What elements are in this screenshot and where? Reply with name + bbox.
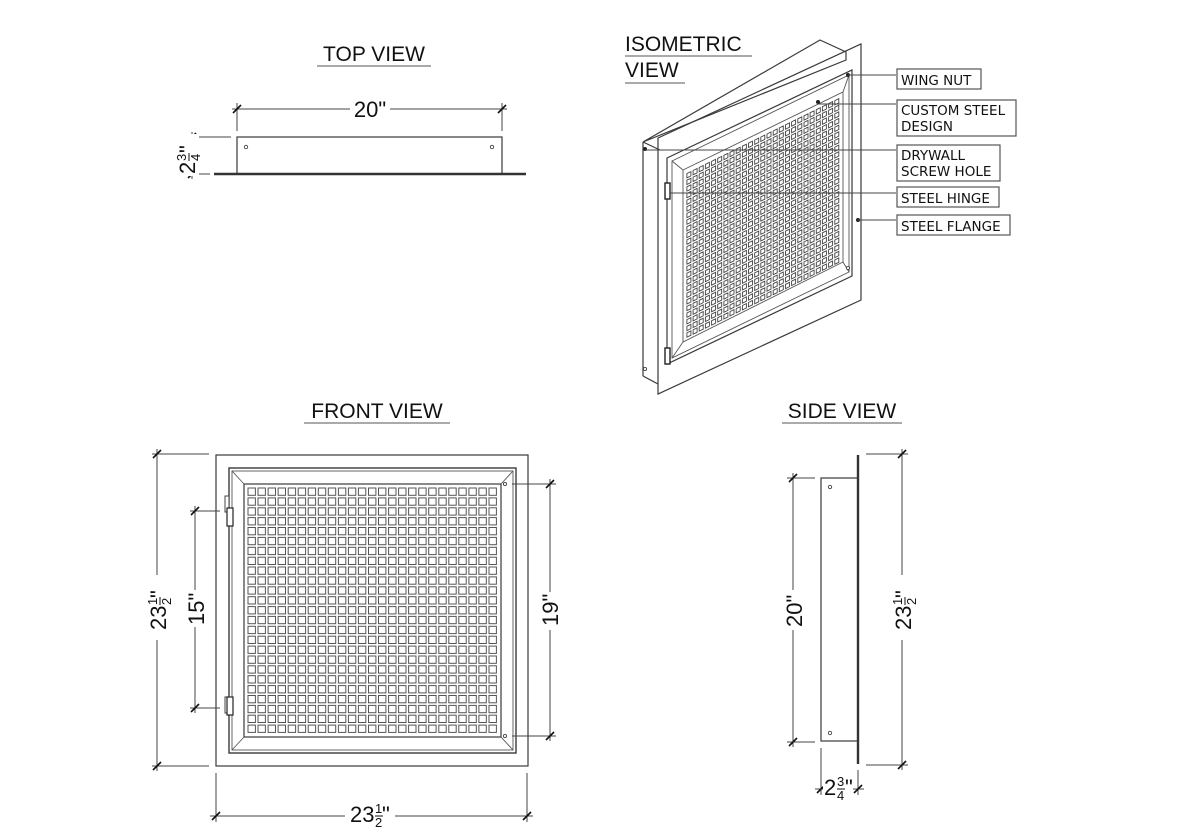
front-hinge-bottom [226, 696, 234, 716]
dimension-tick [897, 760, 907, 770]
isometric-title-line1: ISOMETRIC [625, 33, 742, 56]
svg-text:STEEL FLANGE: STEEL FLANGE [901, 219, 1001, 235]
svg-text:4: 4 [837, 788, 844, 803]
screw-hole [827, 730, 833, 736]
iso-bevel-corner [842, 261, 850, 273]
iso-box-edge [642, 141, 661, 151]
screw-hole [827, 484, 833, 490]
svg-text:DESIGN: DESIGN [901, 119, 953, 135]
bevel-corner [500, 736, 514, 751]
front-width-dimension: 23 1 2 " [350, 801, 390, 830]
door-height-dimension: 19" [538, 594, 563, 626]
side-view: SIDE VIEW 20" 23 1 2 " [782, 400, 919, 803]
isometric-title-line2: VIEW [625, 59, 679, 82]
svg-text:1: 1 [375, 801, 382, 816]
side-depth-dimension: 2 3 4 " [823, 774, 853, 803]
svg-text:1: 1 [890, 598, 905, 605]
wing-nut-hole [502, 481, 508, 487]
dimension-tick [788, 737, 798, 747]
svg-text:": " [891, 590, 916, 598]
dimension-tick [545, 479, 555, 489]
side-flange-height-dimension: 23 1 2 " [890, 590, 919, 630]
dimension-tick [232, 104, 242, 114]
iso-grille-pattern [686, 97, 840, 338]
dimension-tick [190, 506, 200, 516]
front-door-inner-edge [231, 470, 514, 751]
dimension-tick [152, 449, 162, 459]
dimension-tick [522, 811, 532, 821]
side-box-height-dimension: 20" [782, 595, 807, 627]
front-flange [215, 454, 529, 767]
svg-text:2: 2 [175, 162, 200, 174]
svg-text:SCREW HOLE: SCREW HOLE [901, 164, 991, 180]
top-view-box [236, 136, 503, 175]
dimension-tick [853, 784, 863, 794]
front-view: FRONT VIEW 23 1 2 " [145, 400, 563, 830]
iso-box-top [642, 39, 847, 143]
svg-text:23: 23 [350, 802, 374, 827]
svg-text:3: 3 [837, 774, 844, 789]
callout-steel-flange: STEEL FLANGE [896, 214, 1011, 236]
hinge-spacing-dimension: 15" [184, 593, 209, 625]
iso-door-frame [666, 69, 853, 365]
front-height-dimension: 23 1 2 " [145, 590, 174, 630]
svg-text:23: 23 [891, 606, 916, 630]
svg-text:": " [146, 590, 171, 598]
custom-design-marker [816, 100, 820, 104]
bevel-corner [231, 736, 245, 751]
dimension-tick [497, 104, 507, 114]
callout-steel-hinge: STEEL HINGE [896, 186, 1000, 208]
svg-text:2: 2 [824, 775, 836, 800]
callout-wing-nut: WING NUT [896, 68, 982, 90]
front-grille-pattern [247, 487, 497, 733]
iso-flange [657, 43, 862, 395]
iso-hinge-bottom [664, 347, 671, 365]
front-view-title: FRONT VIEW [311, 400, 443, 423]
svg-text:STEEL HINGE: STEEL HINGE [901, 191, 990, 207]
svg-text:DRYWALL: DRYWALL [901, 148, 966, 164]
top-view-title: TOP VIEW [323, 43, 425, 66]
dimension-tick [190, 703, 200, 713]
svg-text:2: 2 [904, 598, 919, 605]
screw-hole [845, 265, 851, 271]
iso-bevel-corner [671, 341, 684, 359]
screw-hole [489, 144, 495, 150]
bevel-corner [500, 470, 514, 485]
svg-text:1: 1 [145, 598, 160, 605]
dimension-tick [897, 449, 907, 459]
top-depth-dimension: 2 3 4 " [174, 134, 203, 176]
front-door-frame [228, 467, 517, 754]
side-view-title: SIDE VIEW [788, 400, 897, 423]
iso-box-edge [642, 375, 659, 385]
wing-nut-hole [502, 733, 508, 739]
top-view: TOP VIEW 20" 2 3 4 " [174, 43, 526, 179]
svg-text:": " [382, 802, 390, 827]
iso-bevel-corner [671, 160, 684, 171]
callout-custom-steel-design: CUSTOM STEEL DESIGN [896, 99, 1017, 137]
front-grille-border [243, 483, 502, 738]
screw-hole [642, 366, 648, 372]
bevel-corner [231, 470, 245, 485]
dimension-tick [545, 731, 555, 741]
screw-hole [243, 144, 249, 150]
svg-text:": " [845, 775, 853, 800]
callout-drywall-screw-hole: DRYWALL SCREW HOLE [896, 144, 1001, 182]
isometric-view: ISOMETRIC VIEW [625, 33, 1017, 395]
dimension-tick [211, 811, 221, 821]
svg-text:2: 2 [159, 598, 174, 605]
front-hinge-top [226, 507, 234, 527]
side-box [820, 477, 859, 742]
svg-text:3: 3 [174, 154, 189, 161]
svg-text:4: 4 [188, 154, 203, 161]
svg-text:23: 23 [146, 606, 171, 630]
svg-text:2: 2 [375, 815, 382, 830]
svg-text:WING NUT: WING NUT [901, 73, 972, 89]
iso-hinge-top [664, 182, 671, 200]
dimension-tick [152, 761, 162, 771]
top-width-dimension: 20" [354, 97, 386, 122]
iso-bevel-corner [842, 74, 850, 93]
svg-text:CUSTOM STEEL: CUSTOM STEEL [901, 103, 1006, 119]
dimension-tick [788, 473, 798, 483]
svg-text:": " [175, 145, 200, 153]
